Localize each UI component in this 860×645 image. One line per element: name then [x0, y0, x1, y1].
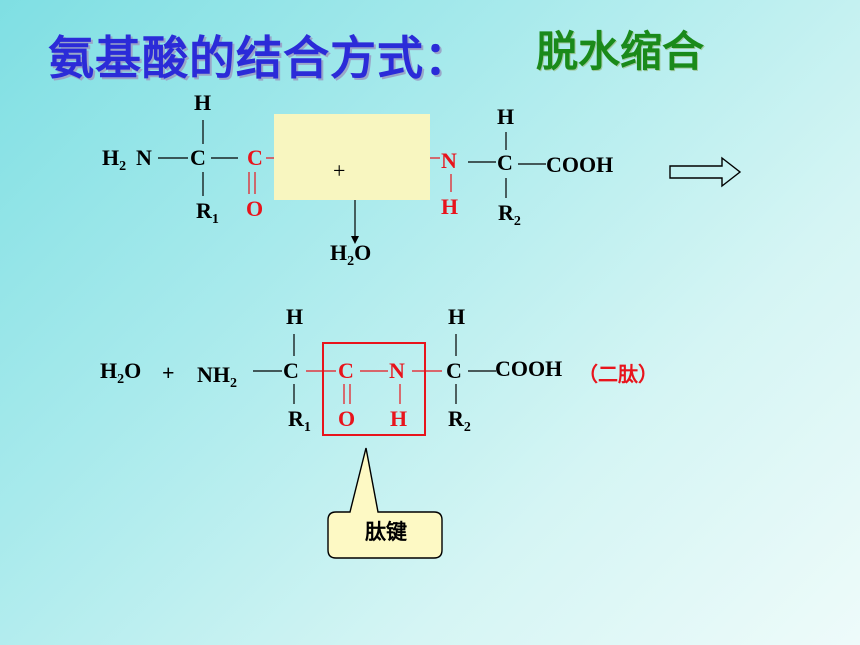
r2-water: H2O — [100, 358, 142, 387]
page-subtitle: 脱水缩合 — [536, 27, 705, 76]
callout-bubble — [327, 447, 443, 559]
r2-c2: C — [446, 358, 462, 383]
page-title: 氨基酸的结合方式： — [48, 31, 471, 85]
r1-h-top-2: H — [497, 104, 515, 129]
r2-cooh: COOH — [495, 356, 563, 381]
r1-plus: + — [333, 158, 346, 183]
water-arrow-head — [351, 236, 359, 244]
r1-h-red: H — [441, 194, 459, 219]
r1-r1: R1 — [196, 198, 219, 227]
r2-c1: C — [283, 358, 299, 383]
r1-c1: C — [190, 145, 206, 170]
r1-o-red: O — [246, 196, 264, 221]
water-removal-box — [274, 114, 430, 200]
r1-water: H2O — [330, 240, 372, 269]
r2-plus: + — [162, 360, 175, 385]
r1-cooh: COOH — [546, 152, 614, 177]
r1-h2: H2 — [102, 145, 127, 174]
r1-n-red: N — [441, 148, 457, 173]
r2-h-top-1: H — [286, 304, 304, 329]
peptide-bond-box — [322, 342, 426, 436]
r2-h-red: H — [390, 406, 408, 431]
reaction-arrow — [669, 156, 742, 188]
r2-r2: R2 — [448, 406, 471, 435]
r1-r2: R2 — [498, 200, 521, 229]
r1-c-red: C — [247, 145, 263, 170]
dipeptide-label: （二肽） — [578, 362, 658, 386]
r2-r1: R1 — [288, 406, 311, 435]
r2-n-red: N — [389, 358, 405, 383]
r1-h-top-1: H — [194, 90, 212, 115]
r1-n1: N — [136, 145, 152, 170]
peptide-bond-callout-label: 肽键 — [365, 520, 407, 544]
r2-h-top-2: H — [448, 304, 466, 329]
r2-c-red: C — [338, 358, 354, 383]
r1-c2: C — [497, 150, 513, 175]
r2-o-red: O — [338, 406, 356, 431]
r2-nh2: NH2 — [197, 362, 237, 391]
